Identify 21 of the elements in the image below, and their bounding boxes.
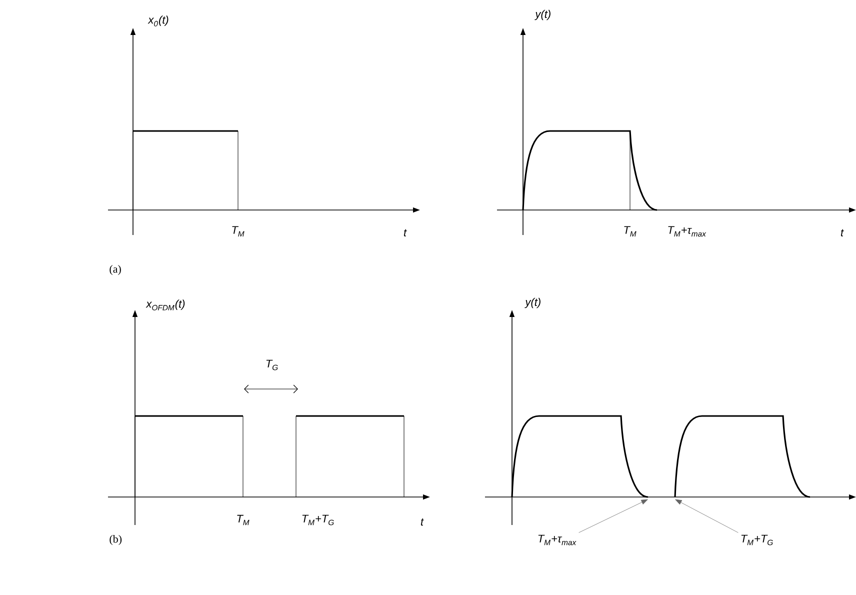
tick-label: T$_{M}$	[624, 226, 636, 236]
leader-line	[675, 499, 738, 533]
response-waveform	[511, 415, 648, 498]
leader-text: T$_{M}$+τ$_{max}$	[538, 534, 576, 546]
tick-label: T$_{M}$+T$_{G}$	[302, 514, 334, 526]
tick-label: T$_{M}$	[232, 226, 244, 236]
axis-label: t	[404, 229, 407, 236]
axis-label: x$_{0}$(t)	[148, 16, 168, 26]
axis-label: t	[420, 518, 424, 526]
tick-label: T$_{M}$+τ$_{max}$	[668, 226, 706, 237]
tick-label: T$_{M}$	[237, 514, 250, 526]
axis-label: t	[840, 229, 844, 236]
panel-label: (b)	[110, 535, 122, 545]
dimension-label: T$_{G}$	[266, 360, 278, 370]
leader-text: T$_{M}$+T$_{G}$	[741, 534, 773, 546]
leader-line	[578, 499, 648, 533]
axis-label: x$_{OFDM}$(t)	[146, 300, 185, 310]
axis-label: y(t)	[534, 10, 550, 20]
axis-label: y(t)	[524, 298, 540, 308]
panel-label: (a)	[110, 265, 121, 275]
response-waveform	[674, 415, 810, 498]
